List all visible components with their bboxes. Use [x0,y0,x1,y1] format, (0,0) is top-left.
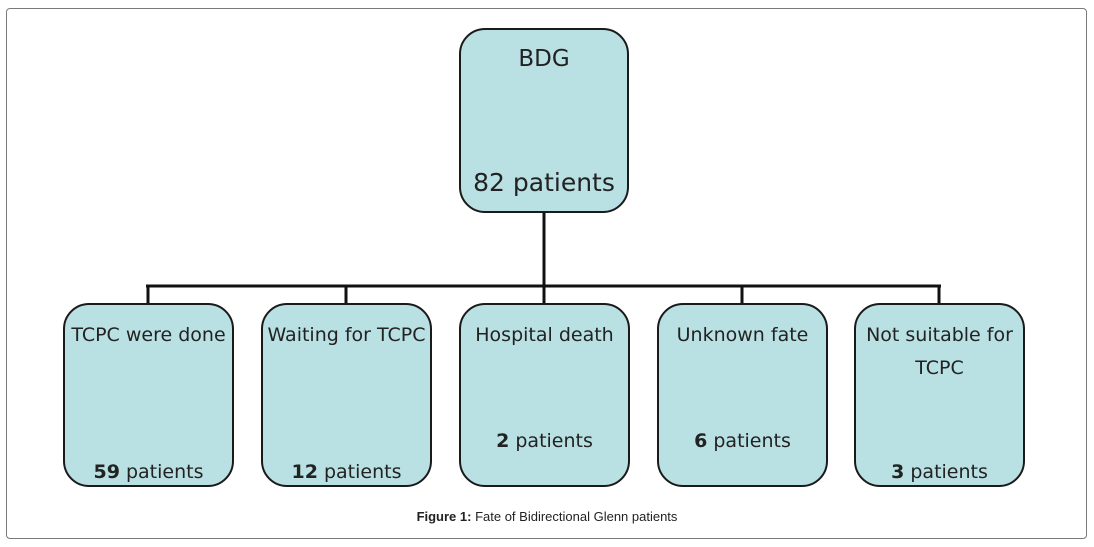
child-count: 59 patients [93,461,204,483]
child-node-tcpc-done: TCPC were done 59 patients [63,303,234,487]
caption-text: Fate of Bidirectional Glenn patients [471,509,678,524]
child-label: Unknown fate [676,324,809,346]
child-label: Waiting for TCPC [267,324,426,346]
child-count: 3 patients [891,461,988,483]
root-node-bdg: BDG 82 patients [459,28,629,213]
child-count: 6 patients [694,430,791,452]
child-count: 2 patients [496,430,593,452]
child-label: Hospital death [475,324,614,346]
child-label: TCPC were done [71,324,226,346]
root-title: BDG [518,46,570,72]
child-label: Not suitable for TCPC [866,324,1013,379]
root-count: 82 patients [473,168,615,197]
child-node-unknown-fate: Unknown fate 6 patients [657,303,828,487]
child-node-hospital-death: Hospital death 2 patients [459,303,630,487]
child-node-not-suitable: Not suitable for TCPC 3 patients [854,303,1025,487]
figure-caption: Figure 1: Fate of Bidirectional Glenn pa… [0,509,1094,524]
caption-prefix: Figure 1: [416,509,472,524]
child-count: 12 patients [291,461,402,483]
child-node-waiting-tcpc: Waiting for TCPC 12 patients [261,303,432,487]
